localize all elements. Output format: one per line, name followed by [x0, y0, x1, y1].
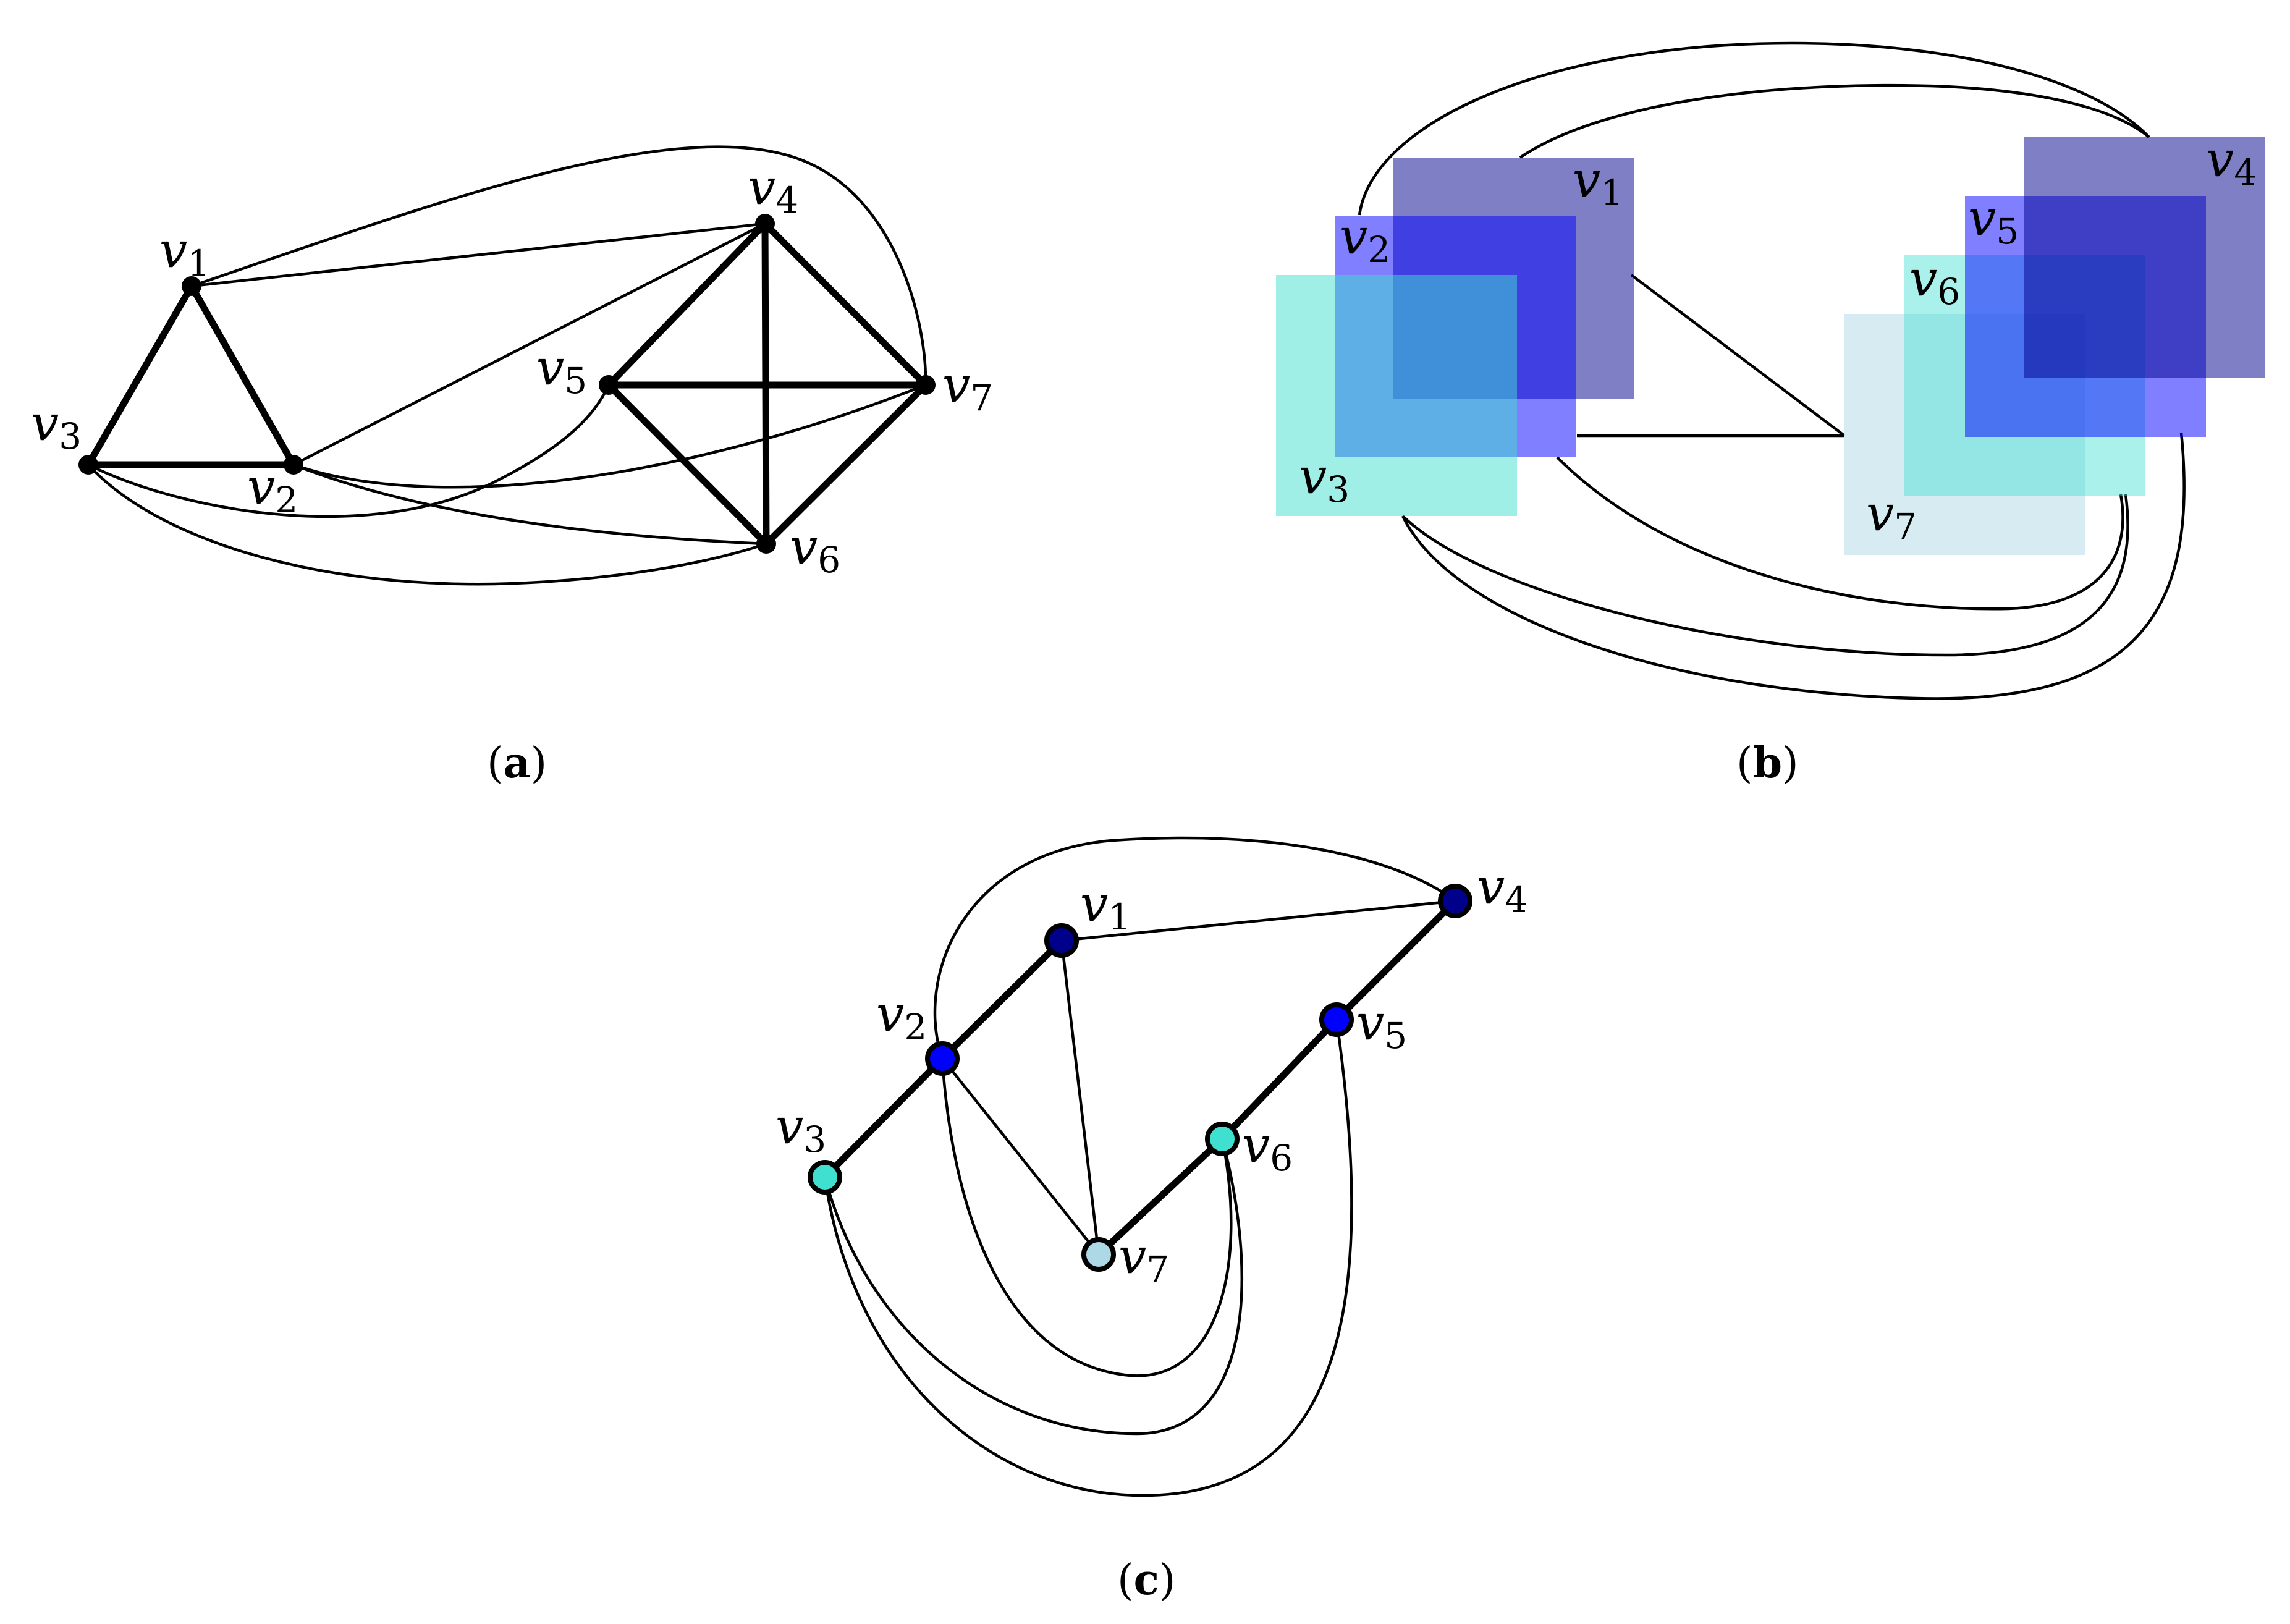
edge-c-v3-v6 — [823, 1138, 1243, 1436]
label-v5: v5 — [536, 339, 587, 402]
edge-v3-v5 — [87, 384, 611, 518]
label-c-v2: v2 — [876, 985, 927, 1048]
label-v2: v2 — [247, 458, 298, 521]
edge-b-v1-v7 — [1630, 274, 1846, 437]
label-v3: v3 — [31, 394, 82, 457]
edge-v2-v4 — [292, 222, 766, 467]
edge-v4-v5 — [605, 220, 769, 389]
label-c-v3: v3 — [775, 1097, 826, 1161]
edge-v1-v2 — [188, 282, 297, 468]
vertex-c-v7 — [1081, 1237, 1116, 1272]
edge-c-v2-v4 — [933, 836, 1456, 1059]
vertex-v5 — [599, 375, 619, 395]
edge-v2-v6 — [293, 463, 767, 546]
edge-v2-v7 — [293, 383, 926, 489]
edge-c-v1-v4 — [1061, 899, 1456, 942]
caption-c: (c) — [1117, 1555, 1175, 1605]
edge-v1-v7 — [191, 145, 927, 386]
label-v4: v4 — [748, 158, 798, 221]
label-v6: v6 — [790, 518, 840, 581]
vertex-v2 — [284, 455, 303, 475]
panel-a: v1 v2 v3 v4 v5 v6 v7 (a) — [31, 145, 993, 788]
edge-v1-v4 — [191, 222, 766, 288]
panel-b-labels: v1 v2 v3 v4 v5 v6 v7 — [1299, 130, 2257, 548]
panel-b-squares — [1276, 137, 2265, 555]
edge-v3-v6 — [87, 463, 767, 586]
panel-c-labels: v1 v2 v3 v4 v5 v6 v7 — [775, 858, 1527, 1290]
edge-v4-v7 — [761, 220, 929, 389]
edge-c-v5-v4 — [1333, 897, 1459, 1023]
panel-a-thick-edges — [85, 220, 929, 548]
panel-c-thin-edges — [823, 836, 1456, 1497]
panel-b-edges — [1358, 41, 2186, 700]
label-v1: v1 — [159, 221, 210, 284]
label-c-v5: v5 — [1356, 994, 1407, 1057]
edge-b-v3-arc-2 — [1401, 432, 2186, 700]
label-c-v6: v6 — [1242, 1116, 1293, 1179]
panel-a-labels: v1 v2 v3 v4 v5 v6 v7 — [31, 158, 993, 581]
vertex-v7 — [916, 375, 936, 395]
label-v7: v7 — [942, 356, 993, 419]
edge-c-v3-v5 — [823, 1019, 1353, 1497]
vertex-c-v2 — [925, 1041, 960, 1076]
vertex-v1 — [182, 276, 201, 296]
vertex-c-v1 — [1044, 923, 1079, 958]
edge-c-v7-v6 — [1095, 1135, 1226, 1258]
label-b-v1: v1 — [1573, 151, 1623, 214]
panel-c-vertices — [808, 884, 1472, 1272]
panel-c-thick-edges — [821, 897, 1459, 1258]
panel-b: v1 v2 v3 v4 v5 v6 v7 (b) — [1276, 41, 2265, 788]
edge-b-v2-top-arc — [1358, 41, 2150, 216]
label-b-v3: v3 — [1299, 447, 1350, 510]
vertex-v6 — [756, 534, 776, 554]
caption-b: (b) — [1736, 738, 1799, 788]
vertex-v3 — [78, 455, 98, 475]
vertex-c-v5 — [1319, 1002, 1354, 1037]
edge-c-v6-v5 — [1219, 1016, 1340, 1143]
edge-b-v3-arc-1 — [1401, 494, 2129, 657]
label-b-v4: v4 — [2206, 130, 2257, 193]
edge-c-v2-v1 — [939, 937, 1065, 1062]
label-c-v7: v7 — [1118, 1227, 1169, 1290]
label-c-v1: v1 — [1080, 875, 1131, 938]
caption-a: (a) — [487, 738, 547, 788]
edge-v1-v3 — [85, 282, 195, 468]
edge-b-v1-top-arc — [1519, 83, 2150, 159]
square-v4 — [2024, 137, 2265, 378]
edge-b-v2-bottom-arc — [1556, 456, 2124, 611]
label-b-v6: v6 — [1909, 250, 1960, 313]
label-b-v7: v7 — [1866, 484, 1917, 548]
panel-a-vertices — [78, 214, 936, 554]
edge-v5-v6 — [605, 381, 770, 548]
panel-a-thin-edges — [87, 145, 927, 586]
edge-c-v2-v7 — [941, 1057, 1100, 1256]
vertex-c-v6 — [1205, 1122, 1240, 1156]
edge-c-v2-v6 — [940, 1058, 1233, 1377]
vertex-c-v3 — [808, 1160, 842, 1195]
label-b-v2: v2 — [1340, 208, 1390, 271]
label-c-v4: v4 — [1477, 858, 1527, 921]
vertex-c-v4 — [1438, 884, 1472, 918]
edge-c-v1-v7 — [1060, 940, 1101, 1255]
label-b-v5: v5 — [1968, 189, 2019, 252]
vertex-v4 — [755, 214, 775, 234]
edge-c-v3-v2 — [821, 1055, 946, 1181]
square-v3 — [1276, 275, 1517, 516]
edge-v6-v7 — [763, 381, 929, 548]
panel-c: v1 v2 v3 v4 v5 v6 v7 (c) — [775, 836, 1527, 1605]
